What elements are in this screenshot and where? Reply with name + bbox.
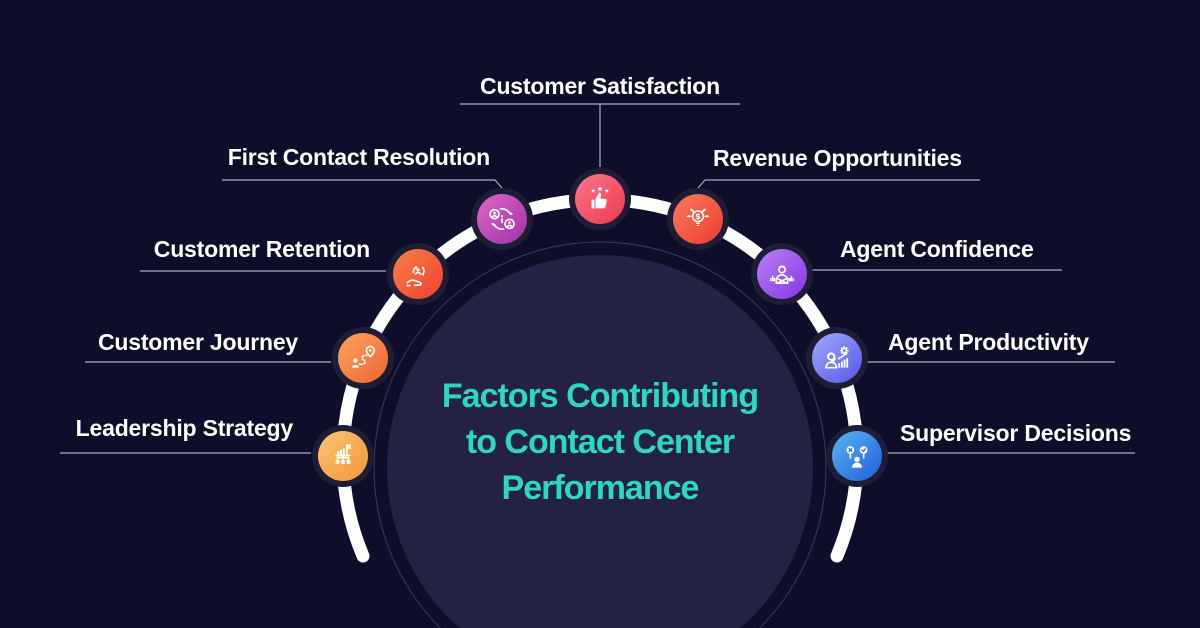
connector-revenue-opportunities <box>697 179 980 189</box>
confident-agent-icon <box>770 265 794 285</box>
factor-revenue-opportunities-badge: $ <box>667 188 729 250</box>
factor-customer-journey-badge <box>332 327 394 389</box>
factor-agent-productivity-badge <box>806 327 868 389</box>
connector-lines <box>60 103 1135 454</box>
journey-path-pin-icon <box>351 345 375 368</box>
factor-customer-retention-badge <box>387 243 449 305</box>
factor-customer-satisfaction-badge <box>569 168 631 230</box>
factor-supervisor-decisions-label: Supervisor Decisions <box>900 420 1132 446</box>
decision-bubbles-icon <box>846 446 868 468</box>
factor-leadership-strategy-badge <box>312 425 374 487</box>
agent-gear-chart-icon <box>825 345 849 369</box>
factor-customer-satisfaction-label: Customer Satisfaction <box>480 73 720 99</box>
thumbs-up-stars-icon <box>590 185 610 209</box>
factor-customer-retention-label: Customer Retention <box>153 236 370 262</box>
decorative-ring <box>373 241 827 628</box>
factor-agent-productivity-label: Agent Productivity <box>888 329 1089 355</box>
center-circle: Factors Contributing to Contact Center P… <box>387 255 813 628</box>
factor-first-contact-resolution-label: First Contact Resolution <box>227 144 490 170</box>
svg-text:$: $ <box>695 212 701 221</box>
title-line-2: to Contact Center <box>465 423 735 461</box>
hand-holding-customer-icon <box>406 265 425 287</box>
dollar-bulb-icon: $ <box>686 208 710 226</box>
factor-revenue-opportunities-label: Revenue Opportunities <box>713 145 962 171</box>
title-line-3: Performance <box>501 469 700 507</box>
factor-agent-confidence-badge <box>751 243 813 305</box>
factor-agent-confidence-label: Agent Confidence <box>840 236 1034 262</box>
factor-first-contact-resolution-badge <box>471 188 533 250</box>
factor-leadership-strategy-label: Leadership Strategy <box>75 415 294 441</box>
title-line-1: Factors Contributing <box>441 377 759 415</box>
people-sync-info-icon <box>489 208 515 230</box>
factor-customer-journey-label: Customer Journey <box>97 329 298 355</box>
connector-first-contact-resolution <box>222 179 503 189</box>
page-title: Factors Contributing to Contact Center P… <box>441 373 759 511</box>
strategy-org-chart-icon <box>335 443 352 464</box>
factor-supervisor-decisions-badge <box>826 425 888 487</box>
